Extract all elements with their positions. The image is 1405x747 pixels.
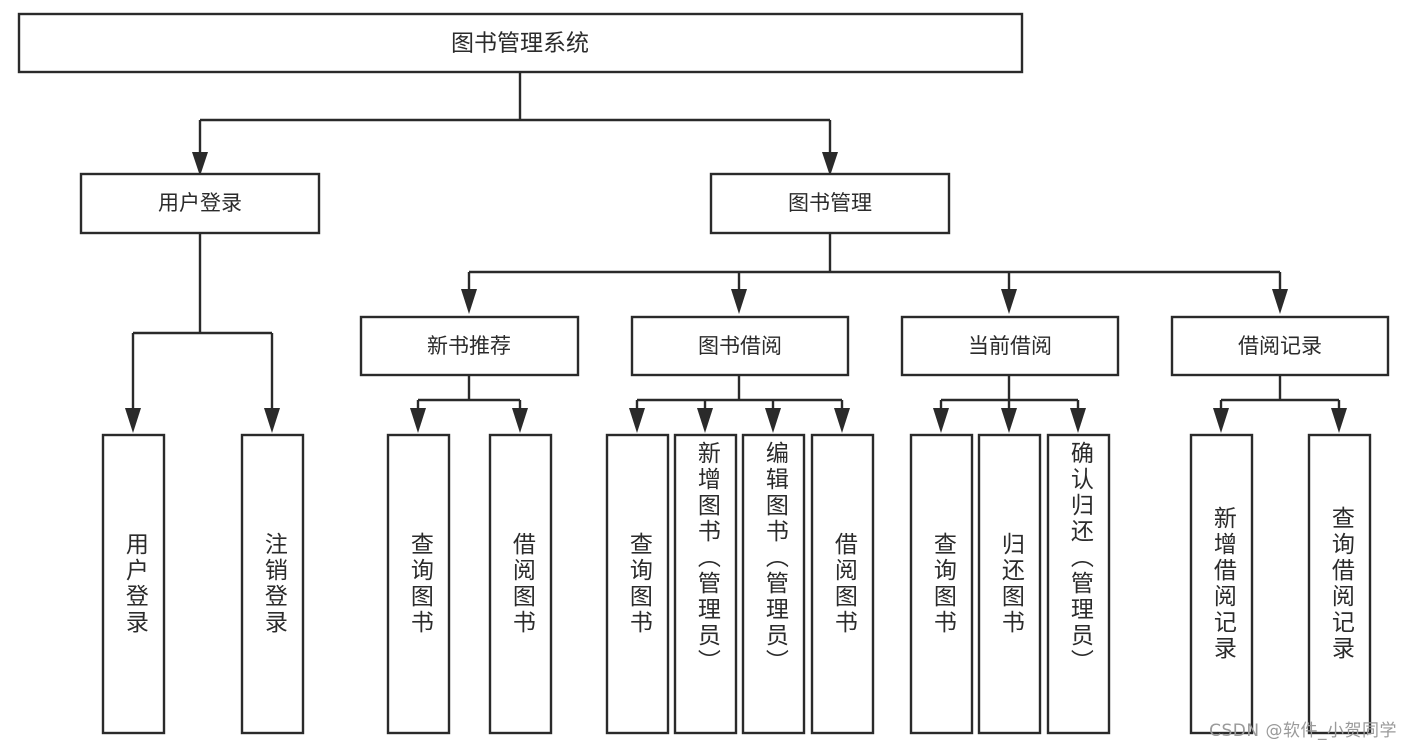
node-user-login-label: 用户登录 <box>158 191 242 215</box>
leaf-box-logout-login[interactable] <box>240 433 305 735</box>
node-new-book-recommend-label: 新书推荐 <box>427 334 511 358</box>
leaf-box-user-login[interactable] <box>101 433 166 735</box>
node-current-borrow-label: 当前借阅 <box>968 334 1052 358</box>
leaf-box-edit-book[interactable] <box>741 433 806 735</box>
leaf-box-query-book-2[interactable] <box>605 433 670 735</box>
node-book-borrow[interactable] <box>630 315 850 377</box>
connectors <box>125 72 1347 433</box>
arrow-to-leaf-borrow-book-1 <box>512 408 528 433</box>
leaf-box-add-record[interactable] <box>1189 433 1254 735</box>
arrow-to-leaf-query-book-1 <box>410 408 426 433</box>
arrow-to-leaf-logout-login <box>264 408 280 433</box>
node-borrow-record[interactable] <box>1170 315 1390 377</box>
arrow-to-leaf-user-login <box>125 408 141 433</box>
node-boxes: 图书管理系统 用户登录 图书管理 新书推荐 图书借阅 当前借阅 借阅记录 <box>17 12 1390 735</box>
leaf-box-query-book-3[interactable] <box>909 433 974 735</box>
node-book-borrow-label: 图书借阅 <box>698 334 782 358</box>
arrow-to-leaf-return-book <box>1001 408 1017 433</box>
leaf-box-return-book[interactable] <box>977 433 1042 735</box>
node-root-label: 图书管理系统 <box>451 31 589 57</box>
arrow-to-leaf-edit-book <box>765 408 781 433</box>
arrow-to-leaf-add-record <box>1213 408 1229 433</box>
node-borrow-record-label: 借阅记录 <box>1238 334 1322 358</box>
arrow-to-leaf-confirm-return <box>1070 408 1086 433</box>
node-user-login[interactable] <box>79 172 321 235</box>
csdn-watermark: CSDN @软件_小贺同学 <box>1209 721 1397 741</box>
leaf-box-confirm-return[interactable] <box>1046 433 1111 735</box>
arrow-to-borrow-record <box>1272 289 1288 314</box>
arrow-to-leaf-query-record <box>1331 408 1347 433</box>
leaf-box-borrow-book-1[interactable] <box>488 433 553 735</box>
arrow-to-leaf-query-book-3 <box>933 408 949 433</box>
node-book-management[interactable] <box>709 172 951 235</box>
arrow-to-book-management <box>822 152 838 176</box>
node-root[interactable] <box>17 12 1024 74</box>
arrow-to-leaf-query-book-2 <box>629 408 645 433</box>
node-book-management-label: 图书管理 <box>788 191 872 215</box>
leaf-box-query-book-1[interactable] <box>386 433 451 735</box>
arrow-to-leaf-add-book <box>697 408 713 433</box>
node-new-book-recommend[interactable] <box>359 315 580 377</box>
arrow-to-new-book-recommend <box>461 289 477 314</box>
arrow-to-user-login <box>192 152 208 176</box>
arrow-to-current-borrow <box>1001 289 1017 314</box>
leaf-box-borrow-book-2[interactable] <box>810 433 875 735</box>
node-current-borrow[interactable] <box>900 315 1120 377</box>
arrow-to-book-borrow <box>731 289 747 314</box>
arrow-to-leaf-borrow-book-2 <box>834 408 850 433</box>
leaf-box-add-book[interactable] <box>673 433 738 735</box>
leaf-box-query-record[interactable] <box>1307 433 1372 735</box>
